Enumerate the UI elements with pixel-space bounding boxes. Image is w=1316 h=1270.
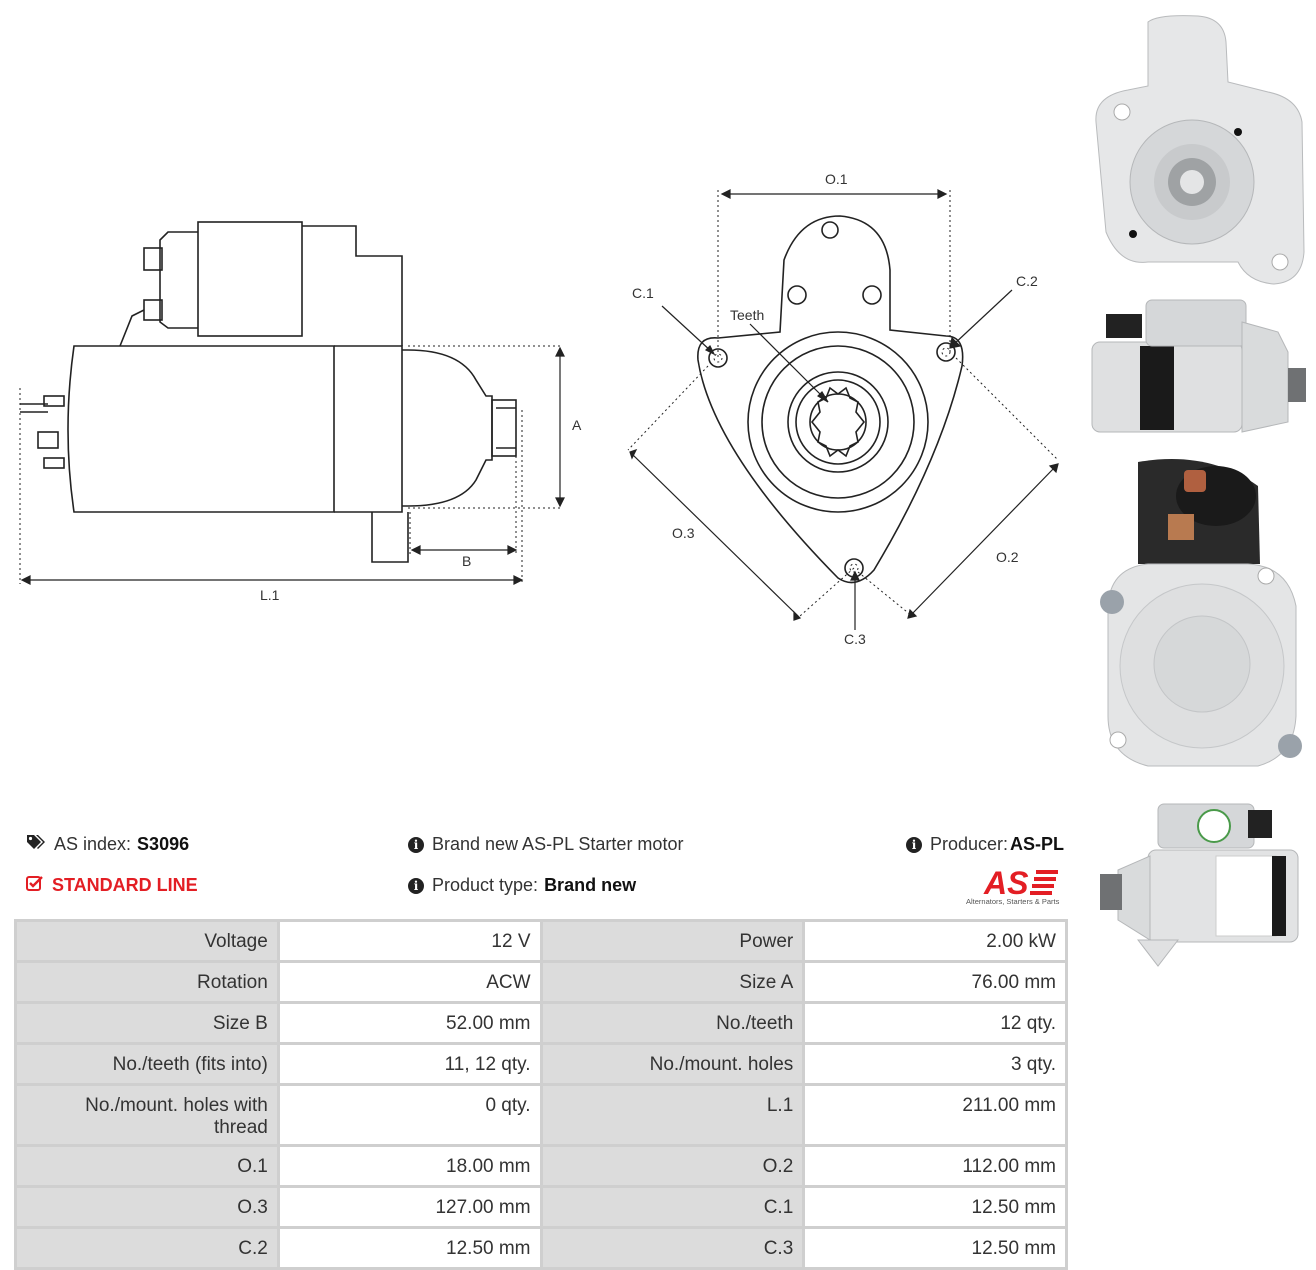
product-type-label: Product type: (432, 875, 539, 895)
spec-key: Size A (542, 963, 803, 1001)
as-index-label: AS index: (54, 834, 132, 854)
starter-front-view-photo (1095, 15, 1305, 285)
spec-value: 12.50 mm (805, 1229, 1065, 1267)
spec-value: 112.00 mm (805, 1147, 1065, 1185)
spec-key: O.3 (17, 1188, 277, 1226)
spec-key: No./teeth (542, 1004, 803, 1042)
spec-key: Voltage (17, 922, 277, 960)
product-type-value: Brand new (544, 875, 637, 895)
spec-key: L.1 (542, 1086, 803, 1144)
dim-label-o1: O.1 (825, 171, 848, 187)
teeth-label: Teeth (730, 307, 764, 323)
svg-text:AS: AS (983, 865, 1029, 901)
starter-side-view-photo (1091, 299, 1306, 433)
producer-info: i Producer: AS-PL (906, 834, 1064, 855)
producer-label: Producer: (930, 834, 1009, 854)
dim-label-c3: C.3 (844, 631, 866, 647)
spec-value: 127.00 mm (279, 1188, 540, 1226)
spec-value: 12.50 mm (805, 1188, 1065, 1226)
dim-label-o3: O.3 (672, 525, 695, 541)
front-view-drawing: O.1 O.2 O.3 C.1 C.2 C.3 Teeth (627, 171, 1059, 647)
dim-label-l1: L.1 (260, 587, 280, 603)
brand-new-text: Brand new AS-PL Starter motor (432, 834, 684, 854)
spec-key: O.1 (17, 1147, 277, 1185)
dim-label-c2: C.2 (1016, 273, 1038, 289)
info-icon: i (906, 836, 922, 853)
spec-key: Power (542, 922, 803, 960)
spec-value: 52.00 mm (279, 1004, 540, 1042)
dim-label-c1: C.1 (632, 285, 654, 301)
as-index: AS index: S3096 (26, 834, 189, 855)
spec-key: No./mount. holes (542, 1045, 803, 1083)
dim-label-a: A (572, 417, 582, 433)
dim-label-b: B (462, 553, 471, 569)
spec-key: No./teeth (fits into) (17, 1045, 277, 1083)
spec-value: 3 qty. (805, 1045, 1065, 1083)
info-icon: i (408, 877, 424, 894)
info-icon: i (408, 836, 424, 853)
starter-side-label-photo (1100, 803, 1299, 967)
spec-value: 2.00 kW (805, 922, 1065, 960)
spec-key: O.2 (542, 1147, 803, 1185)
product-type-info: i Product type: Brand new (408, 875, 636, 896)
spec-key: C.3 (542, 1229, 803, 1267)
standard-line-label: STANDARD LINE (52, 875, 198, 895)
spec-value: 12 V (279, 922, 540, 960)
spec-key: Size B (17, 1004, 277, 1042)
spec-value: ACW (279, 963, 540, 1001)
side-view-drawing: A B L.1 (19, 221, 582, 603)
standard-line-badge: STANDARD LINE (26, 875, 198, 896)
spec-key: C.1 (542, 1188, 803, 1226)
as-index-value: S3096 (137, 834, 190, 854)
brand-new-info: i Brand new AS-PL Starter motor (408, 834, 683, 855)
check-square-icon (26, 875, 44, 896)
spec-value: 18.00 mm (279, 1147, 540, 1185)
starter-rear-view-photo (1100, 459, 1302, 767)
spec-value: 211.00 mm (805, 1086, 1065, 1144)
producer-value: AS-PL (1010, 834, 1065, 854)
as-pl-logo: AS (983, 865, 1058, 901)
spec-value: 11, 12 qty. (279, 1045, 540, 1083)
spec-value: 0 qty. (279, 1086, 540, 1144)
dim-label-o2: O.2 (996, 549, 1019, 565)
spec-key: No./mount. holes with thread (17, 1086, 277, 1144)
spec-key: C.2 (17, 1229, 277, 1267)
logo-tagline: Alternators, Starters & Parts (966, 897, 1060, 906)
spec-key: Rotation (17, 963, 277, 1001)
spec-row: No./teeth (fits into)11, 12 qty.No./moun… (17, 1045, 1065, 1083)
spec-value: 12.50 mm (279, 1229, 540, 1267)
tags-icon (26, 834, 46, 855)
spec-value: 12 qty. (805, 1004, 1065, 1042)
spec-value: 76.00 mm (805, 963, 1065, 1001)
